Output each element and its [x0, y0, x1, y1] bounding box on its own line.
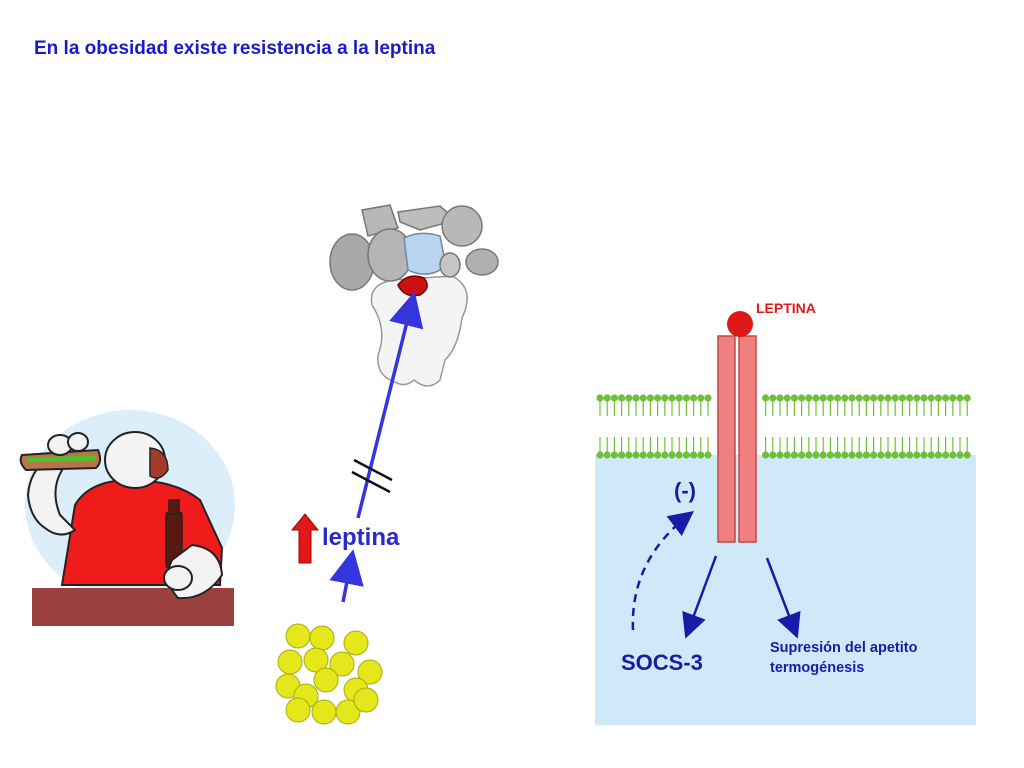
- resistance-break-mark: [351, 458, 393, 494]
- leptina-receptor-label: LEPTINA: [756, 300, 816, 316]
- slide-title: En la obesidad existe resistencia a la l…: [34, 38, 436, 59]
- cytoplasm: [595, 455, 976, 725]
- person-eating-icon: [19, 410, 235, 626]
- effect-thermogenesis: termogénesis: [770, 660, 865, 676]
- leptina-label: leptina: [322, 524, 400, 551]
- red-up-arrow-icon: [290, 513, 320, 564]
- inhibition-label: (-): [674, 478, 696, 503]
- cell-membrane: [596, 394, 971, 459]
- fat-cells-icon: [275, 623, 383, 725]
- arrow-to-socs3: [682, 555, 718, 639]
- brain-hypothalamus-icon: [329, 204, 499, 387]
- arrow-to-effects: [765, 557, 801, 639]
- effect-appetite: Supresión del apetito: [770, 640, 918, 656]
- socs3-label: SOCS-3: [621, 650, 703, 675]
- leptin-receptor: [717, 335, 757, 543]
- leptin-arrow-lower: [329, 549, 364, 603]
- leptin-ligand: [727, 311, 753, 337]
- effects-label: Supresión del apetito termogénesis: [770, 638, 917, 678]
- socs3-feedback-arrow: [631, 510, 694, 631]
